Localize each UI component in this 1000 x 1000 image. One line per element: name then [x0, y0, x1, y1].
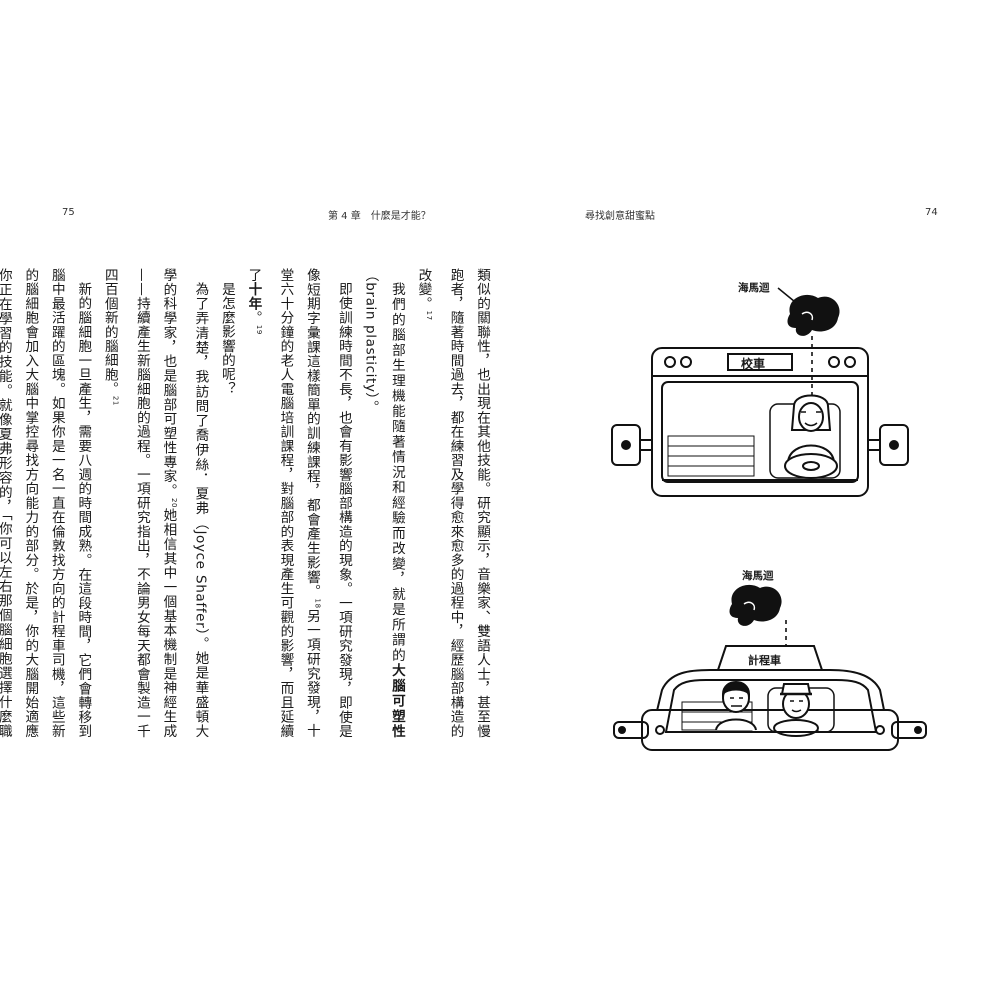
- bold-term: 十年: [245, 282, 262, 311]
- text-run: 為了弄清楚，我訪問了喬伊絲．夏弗（Joyce Shaffer）。她是華盛頓大學的…: [160, 268, 209, 738]
- text-run: 即使訓練時間不長，也會有影響腦部構造的現象。一項研究發現，即使是像短期字彙課這樣…: [303, 268, 352, 738]
- text-run: 另一項研究發現，十堂六十分鐘的老人電腦培訓課程，對腦部的表現產生可觀的影響，而且…: [245, 268, 320, 738]
- right-page-number: 74: [925, 207, 938, 218]
- left-mirror-bottom: [613, 721, 649, 739]
- text-run: （brain plasticity）。: [362, 268, 379, 415]
- paragraph: 為了弄清楚，我訪問了喬伊絲．夏弗（Joyce Shaffer）。她是華盛頓大學的…: [96, 268, 213, 738]
- illustration-svg: [611, 287, 927, 751]
- footnote-marker: 21: [111, 395, 120, 406]
- school-bus-sign: 校車: [741, 357, 766, 371]
- school-bus: [611, 287, 909, 497]
- footnote-marker: 17: [425, 310, 433, 321]
- brain-icon-top: [787, 294, 840, 336]
- text-run: 。: [245, 310, 262, 325]
- text-run: 我們的腦部生理機能隨著情況和經驗而改變，就是所謂的: [388, 281, 405, 663]
- brain-illustration: 海馬迴 校車 海馬迴 計程車: [590, 270, 930, 790]
- hippocampus-label-top: 海馬迴: [738, 282, 770, 294]
- taxi-sign: 計程車: [748, 654, 781, 667]
- footnote-marker: 19: [254, 324, 263, 335]
- text-run: 新的腦細胞一旦產生，需要八週的時間成熟。在這段時間，它們會轉移到腦中最活躍的區塊…: [0, 268, 92, 738]
- paragraph: 我們的腦部生理機能隨著情況和經驗而改變，就是所謂的大腦可塑性 （brain pla…: [357, 268, 410, 738]
- left-page-number: 75: [62, 207, 75, 218]
- paragraph: 是怎麼影響的呢？: [213, 268, 240, 738]
- right-running-head: 尋找創意甜蜜點: [585, 211, 655, 222]
- paragraph: 類似的關聯性，也出現在其他技能。研究顯示，音樂家、雙語人士，甚至慢跑者，隨著時間…: [410, 268, 495, 738]
- hippocampus-label-bottom: 海馬迴: [742, 570, 774, 582]
- text-run: 類似的關聯性，也出現在其他技能。研究顯示，音樂家、雙語人士，甚至慢跑者，隨著時間…: [415, 268, 490, 738]
- right-mirror-bottom: [891, 721, 927, 739]
- left-running-head: 第 4 章 什麼是才能？: [328, 211, 431, 222]
- right-mirror-top: [879, 424, 909, 466]
- paragraph: 新的腦細胞一旦產生，需要八週的時間成熟。在這段時間，它們會轉移到腦中最活躍的區塊…: [0, 268, 96, 738]
- footnote-marker: 18: [313, 598, 322, 609]
- bold-term: 大腦可塑性: [388, 662, 405, 739]
- taxi: [613, 584, 927, 751]
- footnote-marker: 20: [169, 497, 178, 509]
- text-run: 是怎麼影響的呢？: [218, 281, 235, 396]
- brain-icon-bottom: [729, 584, 782, 626]
- text-run: 她相信其中一個基本機制是神經生成——持續產生新腦細胞的過程。一項研究指出，不論男…: [101, 268, 177, 739]
- bus-body: [651, 347, 869, 497]
- body-text-column: 類似的關聯性，也出現在其他技能。研究顯示，音樂家、雙語人士，甚至慢跑者，隨著時間…: [0, 268, 495, 738]
- left-mirror-top: [611, 424, 641, 466]
- paragraph: 即使訓練時間不長，也會有影響腦部構造的現象。一項研究發現，即使是像短期字彙課這樣…: [240, 268, 357, 738]
